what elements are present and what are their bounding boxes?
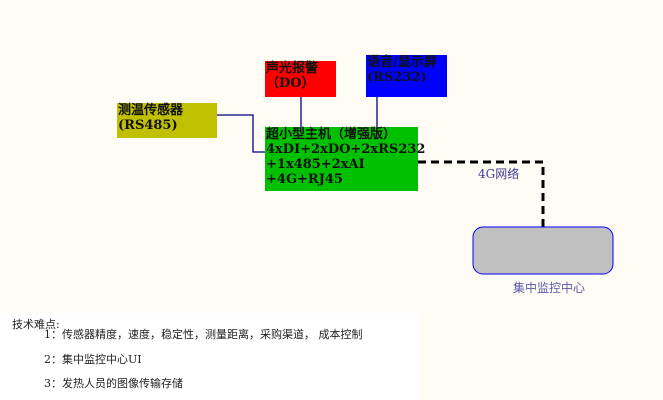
notes-panel: 技术难点: 1：传感器精度，速度，稳定性，测量距离，采购渠道， 成本控制 2：集… (0, 313, 420, 400)
monitoring-center-box (472, 226, 614, 275)
4g-network-link (418, 160, 545, 227)
display-node: 语音/显示屏 (RS232) (366, 55, 447, 97)
notes-item: 2：集中监控中心UI (44, 353, 142, 366)
sensor-host-line (217, 114, 265, 153)
network-label: 4G网络 (478, 167, 520, 181)
notes-item: 3：发热人员的图像传输存储 (44, 377, 183, 390)
center-label: 集中监控中心 (513, 281, 586, 295)
temperature-sensor-node: 测温传感器 (RS485) (117, 103, 217, 138)
host-node: 超小型主机（增强版） 4xDI+2xDO+2xRS232 +1x485+2xAI… (265, 127, 425, 191)
notes-item: 1：传感器精度，速度，稳定性，测量距离，采购渠道， 成本控制 (44, 328, 363, 341)
alarm-node: 声光报警 （DO） (265, 61, 336, 97)
notes-title: 技术难点: (12, 318, 60, 331)
